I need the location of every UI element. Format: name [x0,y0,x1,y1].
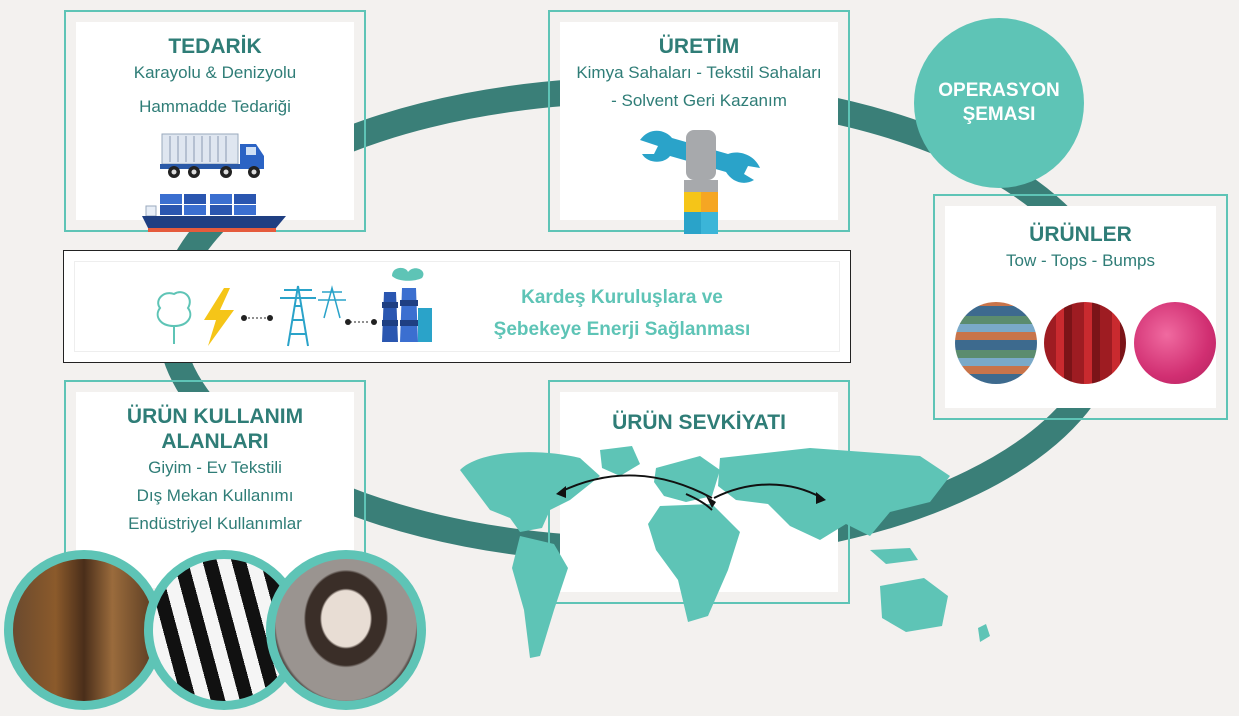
badge-line2: ŞEMASI [962,104,1036,125]
tops-image [1044,302,1126,384]
factory-icon [382,267,432,342]
energy-text: Kardeş Kuruluşlara ve Şebekeye Enerji Sa… [452,282,792,346]
bumps-image [1134,302,1216,384]
kullanim-title-line2: ALANLARI [161,430,269,453]
tedarik-content: TEDARİK Karayolu & Denizyolu Hammadde Te… [76,34,354,121]
truck-icon [160,133,264,178]
tree-icon [156,291,192,344]
uretim-content: ÜRETİM Kimya Sahaları - Tekstil Sahaları… [556,34,842,115]
tow-image [955,302,1037,384]
operasyon-semasi-badge: OPERASYON ŞEMASI [914,18,1084,188]
energy-line1: Kardeş Kuruluşlara ve [521,287,723,308]
energy-box [63,250,851,363]
kullanim-line1: Giyim - Ev Tekstili [148,458,282,477]
energy-line2: Şebekeye Enerji Sağlanması [493,319,751,340]
fur-collar-image [266,550,426,710]
curtain-image [4,550,164,710]
power-tower-icon [241,285,377,347]
uretim-line2: - Solvent Geri Kazanım [611,91,787,110]
ship-icon [142,194,286,232]
badge-line1: OPERASYON [938,80,1060,101]
urunler-line1: Tow - Tops - Bumps [1006,251,1155,270]
sevkiyat-content: ÜRÜN SEVKİYATI [556,410,842,435]
tedarik-line1: Karayolu & Denizyolu [133,63,297,82]
kullanim-line2: Dış Mekan Kullanımı [136,486,294,505]
urunler-title: ÜRÜNLER [1029,223,1132,246]
uretim-title: ÜRETİM [658,35,740,58]
world-map-icon [460,446,990,658]
lightning-icon [204,288,234,346]
tedarik-line2: Hammadde Tedariği [139,97,291,116]
sevkiyat-title: ÜRÜN SEVKİYATI [612,411,786,434]
urunler-content: ÜRÜNLER Tow - Tops - Bumps [945,222,1216,275]
kullanim-line3: Endüstriyel Kullanımlar [128,514,302,533]
uretim-line1: Kimya Sahaları - Tekstil Sahaları [576,63,822,82]
tedarik-title: TEDARİK [168,35,262,58]
wrench-hand-icon [640,130,760,234]
kullanim-content: ÜRÜN KULLANIM ALANLARI Giyim - Ev Teksti… [76,404,354,538]
kullanim-title-line1: ÜRÜN KULLANIM [126,405,304,428]
